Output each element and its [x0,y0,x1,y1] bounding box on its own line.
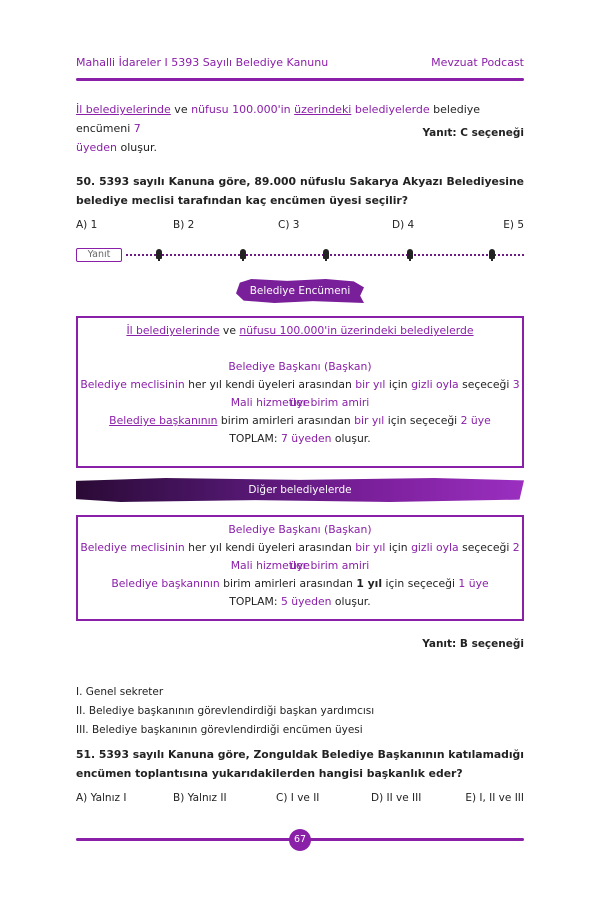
intro-uyeden: üyeden [76,141,117,154]
answer-c: Yanıt: C seçeneği [422,127,524,139]
box1-line6: TOPLAM: 7 üyeden oluşur. [78,430,522,448]
box1-line5: Belediye başkanının birim amirleri arası… [78,412,522,430]
q50-option-e: E) 5 [503,219,524,231]
box1-icin: için [385,378,412,391]
encumen-box-il: İl belediyelerinde ve nüfusu 100.000'in … [76,316,524,468]
q50-option-b: B) 2 [173,219,195,231]
box2-herdil: her yıl kendi üyeleri arasından [184,541,356,554]
list-item: III. Belediye başkanının görevlendirdiği… [76,724,363,736]
q50-option-d: D) 4 [392,219,415,231]
box2-meclis: Belediye meclisinin [80,541,185,554]
box1-baskan: Belediye başkanının [109,414,218,427]
box1-7uyeden: 7 üyeden [280,432,332,445]
q50-option-a: A) 1 [76,219,98,231]
box2-line3: Mali hizmetler birim amiri [230,559,370,572]
yanit-label: Yanıt [76,248,122,262]
box1-secegi: seçeceği [458,378,513,391]
box1-birim: birim amirleri arasından [217,414,355,427]
box2-gizli: gizli oyla [411,541,459,554]
box2-birim: birim amirleri arasından [219,577,357,590]
header-podcast: Mevzuat Podcast [431,56,524,69]
answer-b: Yanıt: B seçeneği [422,638,524,650]
box2-olusur: oluşur. [331,595,371,608]
q51-option-a: A) Yalnız I [76,792,127,804]
q51-option-b: B) Yalnız II [173,792,227,804]
box2-line1: Belediye Başkanı (Başkan) [228,523,372,536]
section-title-encumen: Belediye Encümeni [236,279,364,303]
roman-list: I. Genel sekreter II. Belediye başkanını… [76,683,374,740]
box2-toplam: TOPLAM: [229,595,281,608]
microphone-icon [323,249,329,261]
box2-icin2: için seçeceği [382,577,459,590]
box1-biryil: bir yıl [355,378,386,391]
intro-belediyelerde: belediyelerde [354,103,430,116]
box2-line2: Belediye meclisinin her yıl kendi üyeler… [78,539,522,572]
box1-herdil: her yıl kendi üyeleri arasından [184,378,356,391]
box1-meclis: Belediye meclisinin [80,378,185,391]
box1-line3: Belediye meclisinin her yıl kendi üyeler… [78,376,522,409]
box1-line2: Belediye Başkanı (Başkan) [228,360,372,373]
box2-baskan: Belediye başkanının [111,577,220,590]
box1-toplam: TOPLAM: [229,432,281,445]
q51-option-c: C) I ve II [276,792,320,804]
yanit-divider: Yanıt [76,246,524,264]
microphone-icon [407,249,413,261]
box1-gizli: gizli oyla [411,378,459,391]
box2-2uye: 2 üye [290,541,520,572]
intro-uzerindeki: üzerindeki [294,103,352,116]
box1-line1: İl belediyelerinde ve nüfusu 100.000'in … [78,322,522,340]
q51-option-d: D) II ve III [371,792,422,804]
question-50-options: A) 1 B) 2 C) 3 D) 4 E) 5 [76,219,524,235]
list-item: II. Belediye başkanının görevlendirdiği … [76,705,375,717]
box2-5uyeden: 5 üyeden [280,595,332,608]
box1-line4: Mali hizmetler birim amiri [230,396,370,409]
q51-option-e: E) I, II ve III [465,792,524,804]
section-title-diger: Diğer belediyelerde [76,478,524,502]
box2-icin: için [385,541,412,554]
question-50: 50. 5393 sayılı Kanuna göre, 89.000 nüfu… [76,175,524,207]
intro-il: İl belediyelerinde [76,103,171,116]
box2-line5: TOPLAM: 5 üyeden oluşur. [78,593,522,611]
question-51: 51. 5393 sayılı Kanuna göre, Zonguldak B… [76,748,524,780]
box1-3uye: 3 üye [290,378,520,409]
intro-nufus: nüfusu 100.000'in [191,103,291,116]
box2-biryil: bir yıl [355,541,386,554]
page-number: 67 [289,829,311,851]
box1-biryil2: bir yıl [354,414,385,427]
box1-icin2: için seçeceği [384,414,461,427]
intro-seven: 7 [133,122,141,135]
intro-ve: ve [170,103,192,116]
box1-olusur: oluşur. [331,432,371,445]
box1-ve: ve [219,324,240,337]
intro-paragraph: İl belediyelerinde ve nüfusu 100.000'in … [76,100,524,157]
box2-line4: Belediye başkanının birim amirleri arası… [78,575,522,593]
intro-encumeni: belediye encümeni [76,103,481,135]
header-rule [76,78,524,81]
box1-2uye: 2 üye [460,414,491,427]
intro-olusur: oluşur. [116,141,157,154]
box1-il: İl belediyelerinde [126,324,220,337]
q50-option-c: C) 3 [278,219,300,231]
header-title: Mahalli İdareler I 5393 Sayılı Belediye … [76,56,329,69]
encumen-box-diger: Belediye Başkanı (Başkan) Belediye mecli… [76,515,524,621]
question-51-options: A) Yalnız I B) Yalnız II C) I ve II D) I… [76,792,524,808]
list-item: I. Genel sekreter [76,686,164,698]
box2-1yil: 1 yıl [356,577,383,590]
microphone-icon [156,249,162,261]
box2-secegi: seçeceği [458,541,513,554]
page-header: Mahalli İdareler I 5393 Sayılı Belediye … [76,56,524,72]
box1-nufus: nüfusu 100.000'in üzerindeki belediyeler… [239,324,474,337]
microphone-icon [489,249,495,261]
microphone-icon [240,249,246,261]
box2-1uye: 1 üye [458,577,489,590]
